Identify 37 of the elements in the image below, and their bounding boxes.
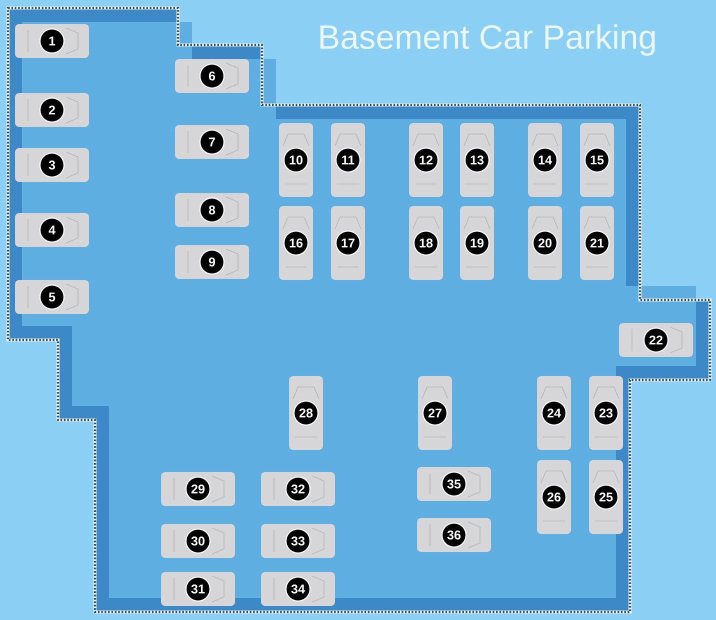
parked-car: 18 bbox=[409, 206, 443, 280]
parked-car: 28 bbox=[289, 376, 323, 450]
parked-car: 34 bbox=[261, 572, 335, 606]
parked-car: 17 bbox=[331, 206, 365, 280]
parked-car: 22 bbox=[619, 323, 693, 357]
parked-car: 24 bbox=[537, 376, 571, 450]
parked-car: 13 bbox=[460, 123, 494, 197]
parked-car: 5 bbox=[15, 280, 89, 314]
parked-car: 6 bbox=[175, 59, 249, 93]
parked-car: 26 bbox=[537, 460, 571, 534]
parked-car: 25 bbox=[589, 460, 623, 534]
parked-car: 29 bbox=[161, 472, 235, 506]
parked-car: 10 bbox=[279, 123, 313, 197]
parked-car: 32 bbox=[261, 472, 335, 506]
parked-car: 20 bbox=[528, 206, 562, 280]
parked-car: 33 bbox=[261, 524, 335, 558]
parked-car: 1 bbox=[15, 24, 89, 58]
parked-car: 7 bbox=[175, 125, 249, 159]
parked-car: 9 bbox=[175, 245, 249, 279]
parked-car: 2 bbox=[15, 93, 89, 127]
title: Basement Car Parking bbox=[320, 24, 655, 56]
parked-car: 8 bbox=[175, 193, 249, 227]
parked-car: 11 bbox=[331, 123, 365, 197]
parked-car: 15 bbox=[580, 123, 614, 197]
parked-car: 21 bbox=[580, 206, 614, 280]
parked-car: 27 bbox=[418, 376, 452, 450]
parked-car: 23 bbox=[589, 376, 623, 450]
parked-car: 3 bbox=[15, 148, 89, 182]
parked-car: 30 bbox=[161, 524, 235, 558]
parked-car: 16 bbox=[279, 206, 313, 280]
parked-car: 4 bbox=[15, 213, 89, 247]
parked-car: 12 bbox=[409, 123, 443, 197]
parked-car: 31 bbox=[161, 572, 235, 606]
parked-car: 36 bbox=[417, 518, 491, 552]
parked-car: 35 bbox=[417, 467, 491, 501]
parked-car: 14 bbox=[528, 123, 562, 197]
parked-car: 19 bbox=[460, 206, 494, 280]
